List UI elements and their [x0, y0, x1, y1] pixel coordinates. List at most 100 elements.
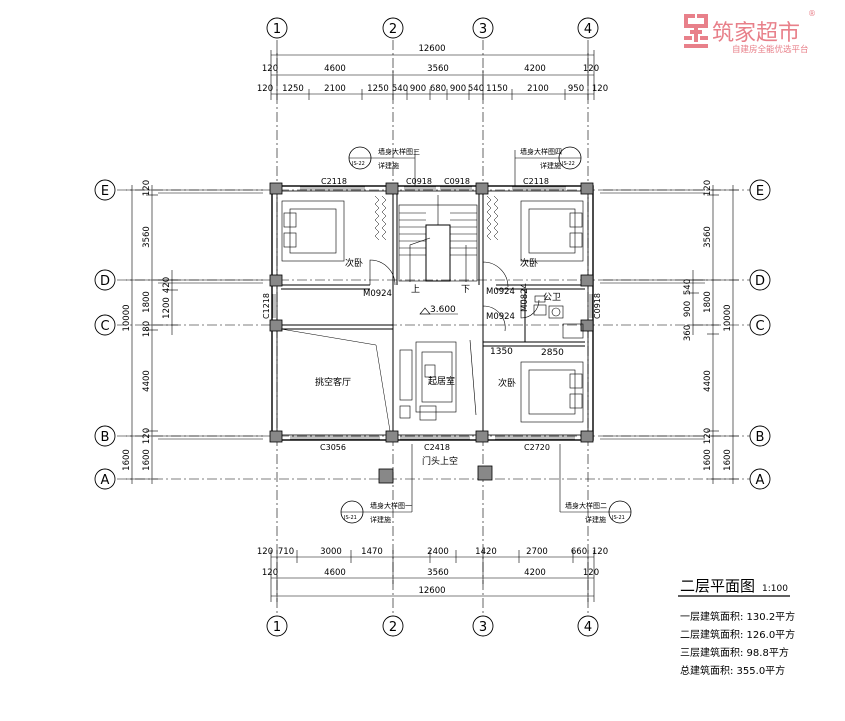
window-label-C2418: C2418	[424, 443, 450, 452]
window-label-C3056: C3056	[320, 443, 346, 452]
dim-left-3: 180	[142, 321, 152, 337]
dim-overall-top: 12600	[418, 44, 445, 54]
room-label-bedroom-se: 次卧	[498, 377, 516, 389]
void-marking	[280, 328, 391, 432]
elevation-marker: 3.600	[419, 305, 458, 315]
dim-bot-r1-4: 2400	[427, 547, 449, 557]
axis-label-D-right: D	[755, 274, 765, 289]
door-label-M0924-nw: M0924	[363, 289, 392, 299]
axis-label-1-top: 1	[273, 22, 281, 37]
area-floor-1: 一层建筑面积: 130.2平方	[680, 610, 795, 623]
dim-left-7: 1600	[122, 449, 132, 471]
axis-label-E-right: E	[756, 184, 764, 199]
axis-label-3-bottom: 3	[479, 620, 487, 635]
axis-bubble-4-top	[577, 17, 599, 39]
dim-left-total: 10000	[122, 304, 132, 331]
room-label-living-void: 挑空客厅	[315, 376, 351, 388]
dim-left-1: 3560	[142, 226, 152, 248]
brand-tagline: 自建房全能优选平台	[732, 44, 809, 55]
callout-detail-2: 墙身大样图二 详建施 JS-21	[559, 444, 632, 524]
dim-top-r2-1: 4600	[324, 64, 346, 74]
dim-top-r3-1: 1250	[282, 84, 304, 94]
dim-bot-r1-5: 1420	[475, 547, 497, 557]
room-label-lounge: 起居室	[428, 375, 455, 387]
dim-right-6: 1600	[703, 449, 713, 471]
dim-bot-r2-0: 120	[262, 568, 278, 578]
dim-top-r3-11: 950	[568, 84, 584, 94]
door-label-M0824: M0824	[520, 283, 530, 312]
lounge-furniture	[399, 339, 477, 421]
callout-1-title: 墙身大样图一	[370, 501, 412, 510]
axis-bubble-D-left	[94, 269, 116, 291]
dim-bot-r1-2: 3000	[320, 547, 342, 557]
stair-down-label: 下	[461, 285, 470, 295]
callout-3-ref: JS-22	[351, 161, 365, 167]
dim-overall-bottom: 12600	[418, 586, 445, 596]
axis-bubble-D-right	[749, 269, 771, 291]
window-openings	[272, 186, 593, 440]
callout-1-ref: JS-21	[343, 515, 357, 521]
dim-bot-r1-1: 710	[278, 547, 294, 557]
axis-bubble-3-bottom	[472, 615, 494, 637]
dim-label-1350: 1350	[490, 347, 513, 357]
dim-bot-r2-2: 3560	[427, 568, 449, 578]
dim-bot-r1-0: 120	[257, 547, 273, 557]
axis-label-1-bottom: 1	[273, 620, 281, 635]
bed-nw	[281, 200, 345, 262]
side-rails	[158, 189, 705, 440]
drawing-title: 二层平面图	[680, 577, 755, 595]
dim-bot-r1-3: 1470	[361, 547, 383, 557]
axis-grid	[117, 40, 750, 615]
callout-2-title: 墙身大样图二	[565, 501, 607, 510]
axis-label-2-top: 2	[389, 22, 397, 37]
room-label-bath: 公卫	[543, 292, 561, 303]
dim-left-inner-1: 1200	[162, 297, 172, 319]
axis-label-B-right: B	[756, 430, 765, 445]
callout-2-note: 详建施	[585, 515, 606, 524]
door-swings	[369, 259, 540, 332]
axis-label-C-left: C	[100, 319, 109, 334]
axis-label-C-right: C	[755, 319, 764, 334]
axis-label-2-bottom: 2	[389, 620, 397, 635]
dim-top-r2-2: 3560	[427, 64, 449, 74]
dim-right-total: 10000	[723, 304, 733, 331]
stair-up-label: 上	[411, 284, 420, 295]
dim-top-r3-9: 1150	[486, 84, 508, 94]
structural-columns	[269, 182, 594, 484]
dim-right-4: 4400	[703, 370, 713, 392]
dim-right-7: 1600	[723, 449, 733, 471]
dim-right-inner-0: 540	[683, 279, 693, 295]
dim-right-2: 1800	[703, 291, 713, 313]
dim-top-r3-7: 900	[450, 84, 466, 94]
dim-top-r2-4: 120	[583, 64, 599, 74]
registered-mark: ®	[808, 9, 816, 18]
area-floor-2: 二层建筑面积: 126.0平方	[680, 628, 795, 641]
bottom-dimension-lines	[270, 550, 595, 602]
callout-detail-4: 墙身大样图四 详建施 JS-22	[514, 146, 582, 186]
callout-1-note: 详建施	[370, 515, 391, 524]
callout-detail-1: 墙身大样图一 详建施 JS-21	[340, 444, 413, 524]
axis-label-4-top: 4	[584, 22, 592, 37]
dim-top-r3-3: 1250	[367, 84, 389, 94]
canopy-label: 门头上空	[422, 455, 458, 467]
dim-top-r3-6: 680	[430, 84, 446, 94]
dim-left-6: 1600	[142, 449, 152, 471]
bath-fixtures	[533, 295, 584, 339]
dim-top-r3-2: 2100	[324, 84, 346, 94]
dim-bot-r1-7: 660	[571, 547, 587, 557]
axis-bubble-1-top	[266, 17, 288, 39]
axis-bubble-A-left	[94, 468, 116, 490]
dim-right-1: 3560	[703, 226, 713, 248]
window-label-C2720: C2720	[524, 443, 550, 452]
dim-top-r3-8: 540	[468, 84, 484, 94]
axis-bubble-1-bottom	[266, 615, 288, 637]
callout-4-title: 墙身大样图四	[520, 147, 562, 156]
brand-name: 筑家超市	[712, 21, 800, 46]
window-label-C0918-e: C0918	[593, 293, 602, 319]
room-label-bedroom-ne: 次卧	[520, 257, 538, 269]
elevation-value: 3.600	[430, 305, 456, 315]
axis-label-B-left: B	[101, 430, 110, 445]
dim-bot-r2-1: 4600	[324, 568, 346, 578]
door-label-M0924-ne: M0924	[486, 287, 515, 297]
